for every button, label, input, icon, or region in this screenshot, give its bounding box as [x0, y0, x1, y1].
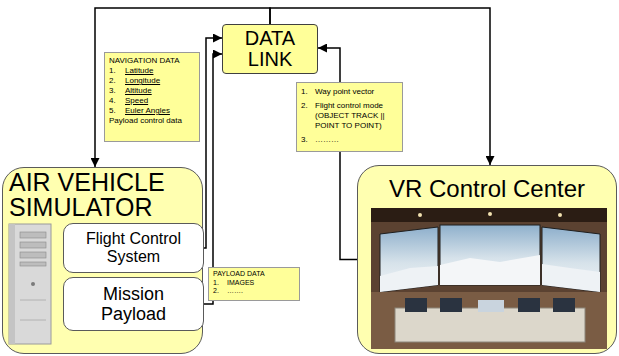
node-content: Flight Control System — [70, 230, 197, 266]
node-item-text: Flight control mode (OBJECT TRACK || POI… — [315, 101, 398, 131]
connector-arrow — [318, 48, 357, 260]
node-title-text: Mission Payload — [88, 284, 179, 324]
node-head-text: NAVIGATION DATA — [109, 56, 195, 66]
node-item-text: ……… — [315, 135, 398, 145]
node-item-text: Latitude — [125, 66, 195, 76]
node-content: Mission Payload — [88, 284, 179, 324]
node-item-text: IMAGES — [227, 279, 295, 288]
node-num-text: 3. — [109, 86, 125, 96]
node-num-text: 5. — [109, 106, 125, 116]
node-content: PAYLOAD DATA1.IMAGES2.……. — [213, 270, 295, 296]
node-num-text: 3. — [301, 135, 315, 145]
node-item-text: ……. — [227, 287, 295, 296]
system-panel: VR Control Center — [357, 165, 617, 354]
computer-tower — [9, 224, 51, 344]
node-title-text: Flight Control System — [70, 230, 197, 266]
node-item-text: Longitude — [125, 76, 195, 86]
callout-box: PAYLOAD DATA1.IMAGES2.……. — [208, 267, 300, 301]
node-item-text: Speed — [125, 96, 195, 106]
callout-box: 1.Way point vector2.Flight control mode … — [296, 82, 403, 152]
node-content: AIR VEHICLE SIMULATOR — [9, 170, 196, 220]
node-content: VR Control Center — [366, 176, 608, 202]
node-head-text: PAYLOAD DATA — [213, 270, 295, 279]
node-num-text: 4. — [109, 96, 125, 106]
vr-room-photo — [371, 208, 607, 349]
node-num-text: 1. — [213, 279, 227, 288]
module-box: Flight Control System — [63, 223, 204, 273]
module-box: Mission Payload — [63, 277, 204, 331]
node-content: DATA LINK — [227, 28, 313, 70]
node-full-text: Payload control data — [109, 116, 195, 126]
node-num-text: 2. — [109, 76, 125, 86]
callout-box: NAVIGATION DATA1.Latitude2.Longitude3.Al… — [104, 52, 200, 142]
node-title-text: AIR VEHICLE SIMULATOR — [9, 170, 196, 220]
system-panel: AIR VEHICLE SIMULATOR Flight Control Syst… — [2, 167, 203, 354]
node-num-text: 1. — [109, 66, 125, 76]
node-item-text: Way point vector — [315, 87, 398, 97]
node-content: 1.Way point vector2.Flight control mode … — [301, 87, 398, 145]
node-num-text: 2. — [301, 101, 315, 131]
node-num-text: 2. — [213, 287, 227, 296]
node-title-text: VR Control Center — [366, 176, 608, 202]
node-content: NAVIGATION DATA1.Latitude2.Longitude3.Al… — [109, 56, 195, 126]
node-item-text: Altitude — [125, 86, 195, 96]
node-num-text: 1. — [301, 87, 315, 97]
data-link-box: DATA LINK — [222, 24, 318, 74]
node-title-text: DATA LINK — [227, 28, 313, 70]
node-item-text: Euler Angles — [125, 106, 195, 116]
